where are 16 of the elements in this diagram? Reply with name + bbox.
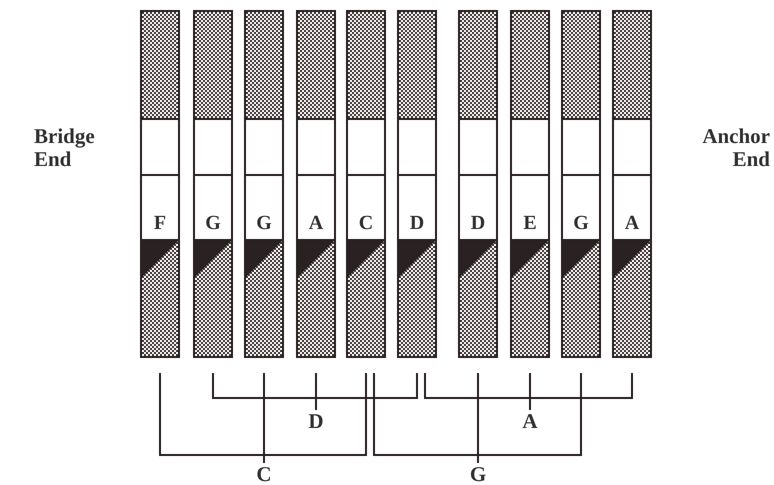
note-letter: C <box>358 212 374 234</box>
end-label: Anchor End <box>701 125 770 171</box>
note-letter: A <box>624 212 640 234</box>
bracket-line <box>263 373 367 463</box>
bracket-line <box>315 373 418 410</box>
note-letter: G <box>204 212 222 234</box>
note-letter: G <box>572 212 590 234</box>
bracket-line <box>477 373 582 463</box>
note-letter: E <box>522 212 538 234</box>
note-letter: D <box>470 212 486 234</box>
note-letter: A <box>308 212 324 234</box>
note-letter: D <box>408 212 426 234</box>
note-letter: G <box>255 212 273 234</box>
end-label: Bridge End <box>34 125 96 171</box>
note-letter: F <box>152 212 168 234</box>
bracket-line <box>529 373 633 410</box>
